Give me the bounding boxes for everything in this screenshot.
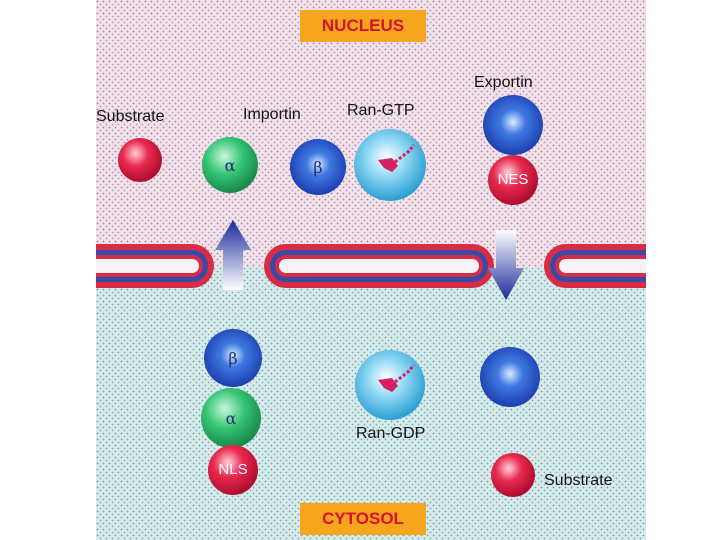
ran-gdp-ball — [355, 350, 425, 420]
nes-label: NES — [497, 171, 529, 188]
nls-ball — [208, 445, 258, 495]
ran-gtp-ball — [354, 129, 426, 201]
substrate-label-nucleus: Substrate — [96, 108, 165, 125]
substrate-ball-nucleus — [118, 138, 162, 182]
nls-label: NLS — [218, 461, 248, 478]
import-arrow-up-icon — [215, 220, 251, 290]
ran-gtp-label: Ran-GTP — [347, 102, 415, 119]
ran-gdp-label: Ran-GDP — [356, 425, 426, 442]
exportin-ball-nucleus — [483, 95, 543, 155]
beta-symbol-nucleus: β — [313, 158, 323, 177]
nucleus-region — [96, 0, 646, 268]
importin-label: Importin — [243, 106, 301, 123]
beta-symbol-cytosol: β — [228, 349, 238, 368]
nucleus-label: NUCLEUS — [300, 10, 426, 42]
nes-ball — [488, 155, 538, 205]
nuclear-envelope — [96, 244, 646, 288]
export-arrow-down-icon — [488, 230, 524, 300]
exportin-ball-cytosol — [480, 347, 540, 407]
alpha-symbol-cytosol: α — [225, 409, 237, 428]
alpha-symbol-nucleus: α — [224, 156, 236, 175]
importin-beta-ball-cytosol — [204, 329, 262, 387]
nuclear-pore-membrane — [96, 244, 214, 288]
cytosol-label: CYTOSOL — [300, 503, 426, 535]
importin-beta-ball-nucleus — [290, 139, 346, 195]
substrate-label-cytosol: Substrate — [544, 472, 613, 489]
nuclear-pore-membrane — [264, 244, 494, 288]
substrate-ball-cytosol — [491, 453, 535, 497]
importin-alpha-ball-cytosol — [201, 388, 261, 448]
exportin-label: Exportin — [474, 74, 533, 91]
nuclear-pore-membrane — [544, 244, 646, 288]
importin-alpha-ball-nucleus — [202, 137, 258, 193]
